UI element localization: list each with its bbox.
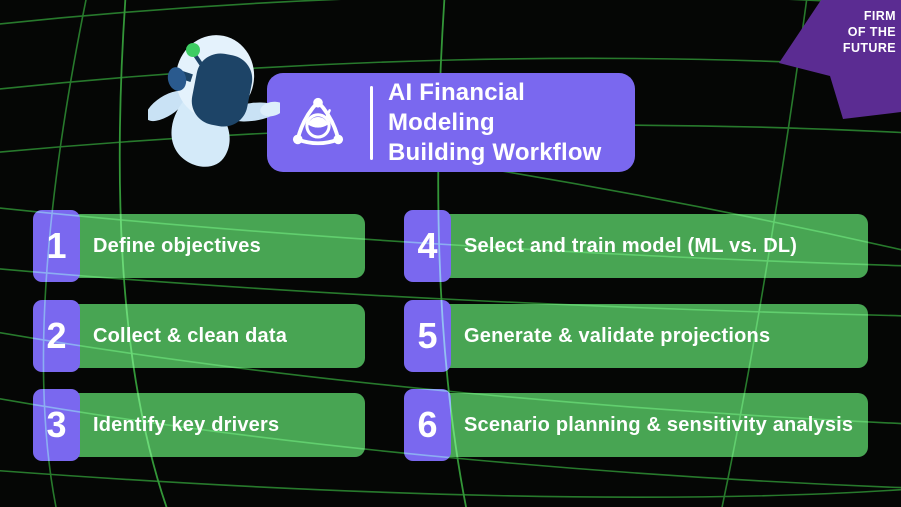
step-card-5: 5 Generate & validate projections [404,300,868,372]
brand-badge: FIRM OF THE FUTURE [756,0,901,165]
step-card-3: 3 Identify key drivers [33,389,365,461]
banner-divider [370,85,373,160]
ai-head-network-icon [292,97,344,145]
step-card-1: 1 Define objectives [33,210,365,282]
page-title-line-1: AI Financial Modeling [387,78,526,136]
step-label-bar: Generate & validate projections [442,304,868,368]
step-label-bar: Collect & clean data [71,304,365,368]
robot-right-hand [260,101,280,117]
robot-antenna-bulb [186,43,200,57]
step-card-2: 2 Collect & clean data [33,300,365,372]
step-number-badge: 5 [404,300,451,372]
step-number-badge: 3 [33,389,80,461]
step-label: Identify key drivers [93,413,280,436]
step-card-4: 4 Select and train model (ML vs. DL) [404,210,868,282]
step-label: Generate & validate projections [464,324,771,347]
step-label-bar: Define objectives [71,214,365,278]
title-banner: AI Financial Modeling Building Workflow [267,73,635,172]
step-label-bar: Scenario planning & sensitivity analysis [442,393,868,457]
step-card-6: 6 Scenario planning & sensitivity analys… [404,389,868,461]
brand-badge-line-3: FUTURE [842,41,896,55]
page-title: AI Financial Modeling Building Workflow [388,78,635,168]
brand-badge-line-2: OF THE [847,25,896,39]
step-number-badge: 4 [404,210,451,282]
step-label-bar: Select and train model (ML vs. DL) [442,214,868,278]
step-label-bar: Identify key drivers [71,393,365,457]
step-label: Collect & clean data [93,324,288,347]
page-title-line-2: Building Workflow [387,138,602,166]
step-number-badge: 2 [33,300,80,372]
step-number-badge: 1 [33,210,80,282]
brand-badge-text: FIRM OF THE FUTURE [843,8,896,56]
brand-badge-line-1: FIRM [863,9,896,23]
step-label: Define objectives [93,234,261,257]
step-label: Scenario planning & sensitivity analysis [464,413,854,436]
step-label: Select and train model (ML vs. DL) [464,234,798,257]
robot-mascot [148,35,280,167]
step-number-badge: 6 [404,389,451,461]
